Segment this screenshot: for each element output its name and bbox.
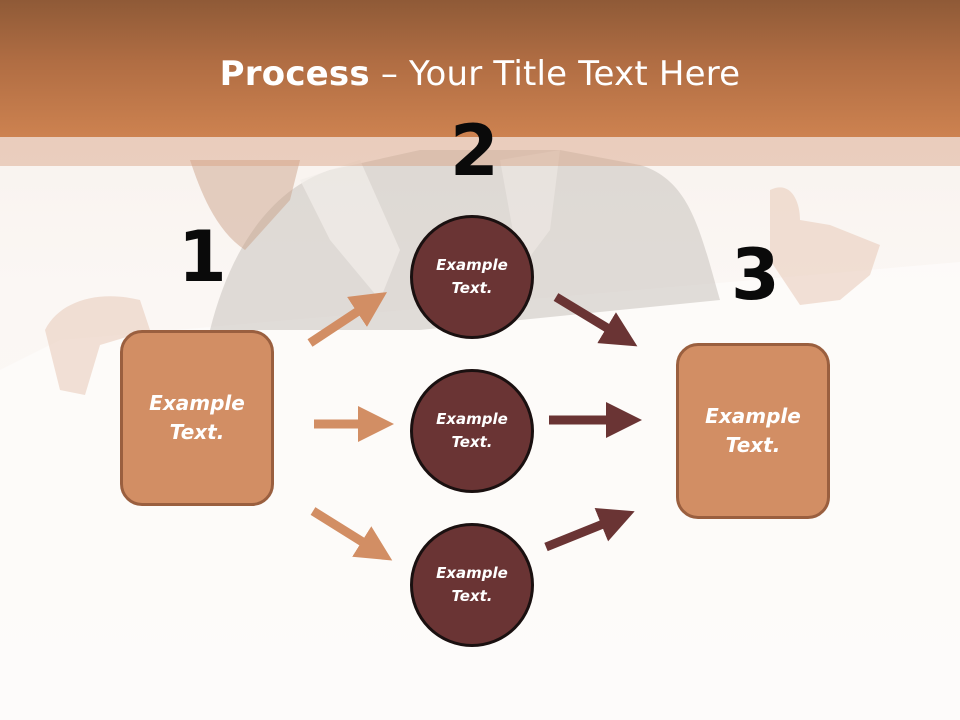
process-circle-top[interactable]: Example Text. [410,215,534,339]
process-box-left-text: Example Text. [149,391,245,444]
process-box-left[interactable]: Example Text. [120,330,274,506]
step-number-3: 3 [731,234,780,316]
title-bold: Process [219,54,370,94]
step-number-2: 2 [450,110,499,192]
process-circle-middle[interactable]: Example Text. [410,369,534,493]
process-circle-bottom-text: Example Text. [436,563,508,605]
title-dash: – [369,54,410,94]
process-circle-top-text: Example Text. [436,255,508,297]
step-number-1: 1 [178,216,227,298]
slide-title: Process – Your Title Text Here [0,54,960,94]
process-box-right[interactable]: Example Text. [676,343,830,519]
process-box-right-text: Example Text. [705,404,801,457]
process-circle-bottom[interactable]: Example Text. [410,523,534,647]
title-band [0,0,960,137]
title-strip [0,137,960,166]
process-circle-middle-text: Example Text. [436,409,508,451]
title-rest: Your Title Text Here [409,54,741,94]
